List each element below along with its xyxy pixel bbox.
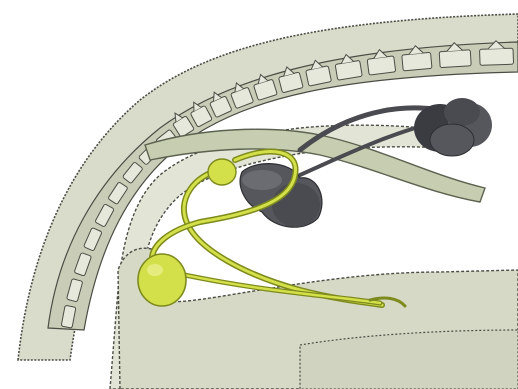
bladder bbox=[138, 254, 186, 306]
seminal-vesicle bbox=[208, 159, 236, 185]
